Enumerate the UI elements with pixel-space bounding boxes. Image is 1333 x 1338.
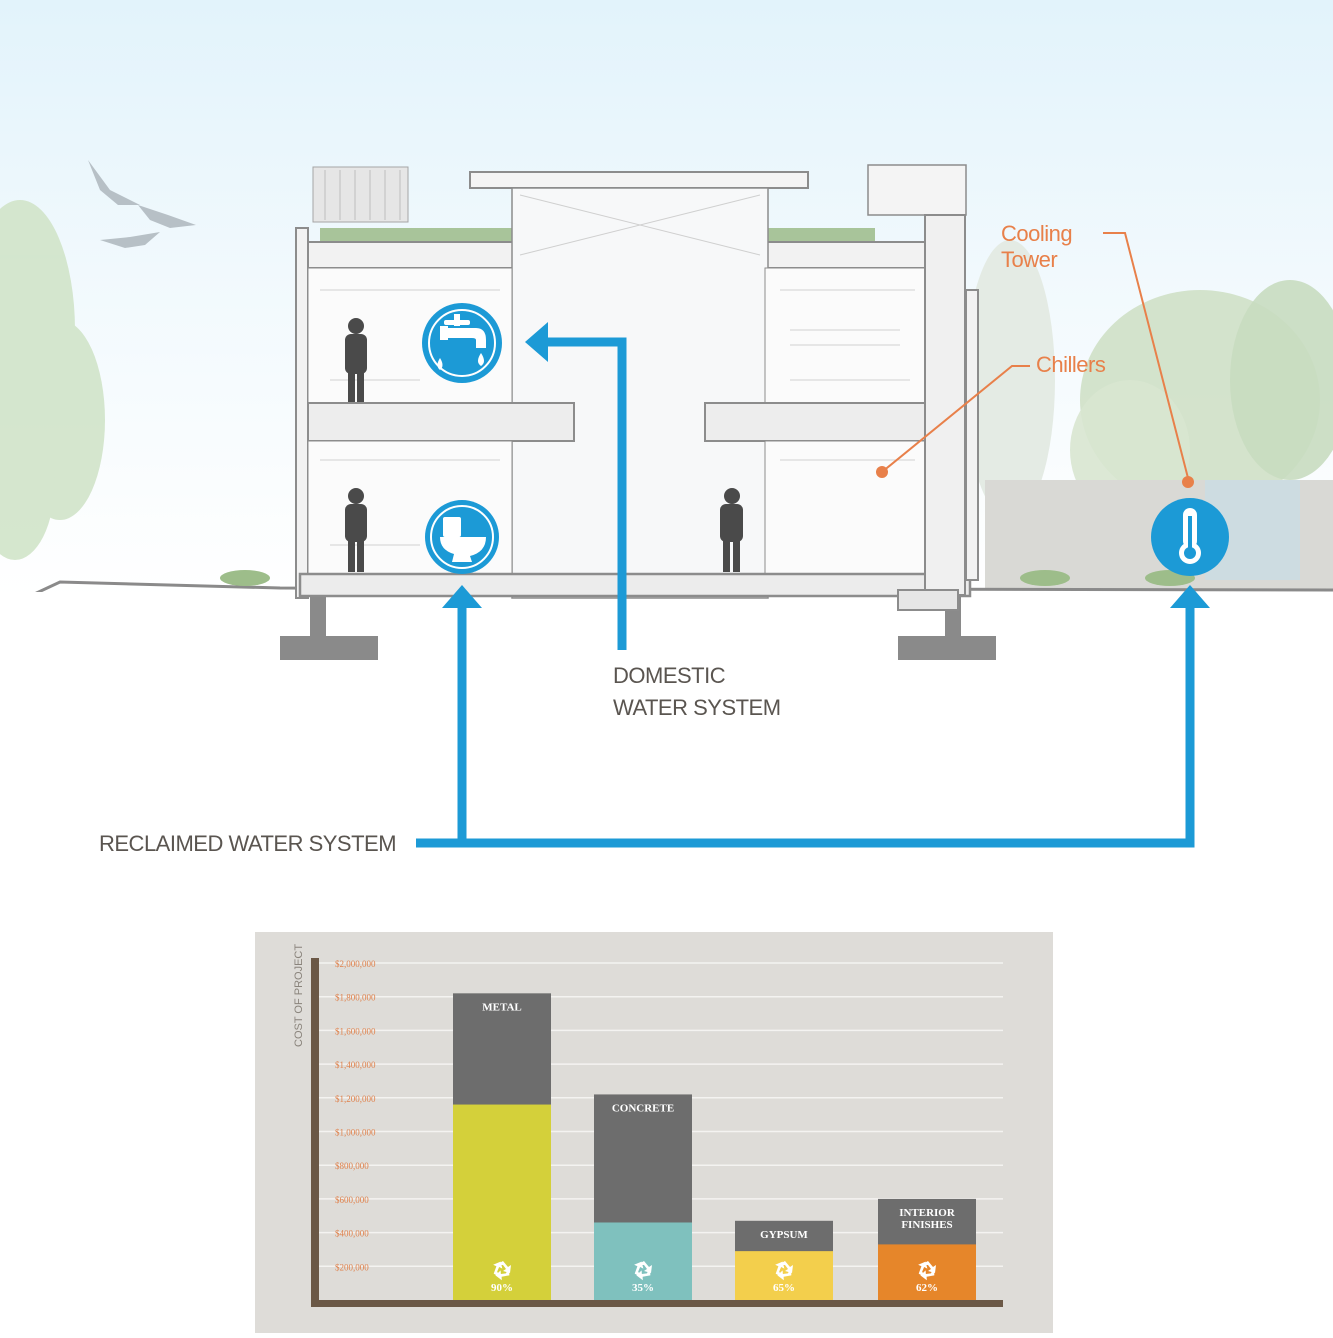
y-tick-label: $1,400,000 <box>335 1060 376 1070</box>
thermometer-icon <box>1151 498 1229 576</box>
bar-category-label: FINISHES <box>901 1219 952 1231</box>
footing-left <box>280 636 378 660</box>
bar-recycled-pct: 62% <box>916 1282 938 1294</box>
callout-lines <box>881 232 1189 479</box>
left-trees <box>0 200 105 560</box>
bar-recycled-pct: 35% <box>632 1282 654 1294</box>
recycle-icon <box>493 1261 511 1281</box>
reclaimed-arrowhead-right <box>1170 585 1210 608</box>
recycle-arrow <box>775 1261 785 1278</box>
footing-right <box>898 636 996 660</box>
recycle-arrow <box>493 1261 503 1278</box>
recycle-icon <box>634 1261 652 1281</box>
y-tick-label: $1,000,000 <box>335 1128 376 1138</box>
bar-recycled-pct: 65% <box>773 1282 795 1294</box>
cooling-tower-label-line2: Tower <box>1001 247 1058 272</box>
y-tick-label: $1,600,000 <box>335 1026 376 1036</box>
cooling-tower-label: Cooling Tower <box>1001 221 1073 273</box>
recycle-icon <box>775 1261 793 1281</box>
recycle-arrow <box>636 1267 651 1281</box>
recycle-icon <box>918 1261 936 1281</box>
bar-category-label: METAL <box>482 1001 522 1013</box>
faucet-icon <box>422 303 502 383</box>
water-arrowheads <box>442 322 1210 608</box>
domestic-label-line1: DOMESTIC <box>613 663 726 688</box>
bar-recycled <box>453 1104 551 1300</box>
bar-category-label: GYPSUM <box>760 1229 808 1241</box>
building-section-diagram <box>0 0 1333 910</box>
y-axis-label: COST OF PROJECT <box>293 944 305 1047</box>
people-silhouettes <box>345 318 743 572</box>
domestic-label-line2: WATER SYSTEM <box>613 695 781 720</box>
recycle-arrow <box>918 1261 928 1278</box>
callout-dots <box>876 466 1194 488</box>
reclaimed-arrowhead-left <box>442 585 482 608</box>
bar-recycled <box>878 1244 976 1300</box>
bar-recycled <box>594 1222 692 1300</box>
y-tick-label: $600,000 <box>335 1195 369 1205</box>
y-tick-label: $400,000 <box>335 1229 369 1239</box>
recycle-arrow <box>495 1267 510 1281</box>
y-tick-label: $1,200,000 <box>335 1094 376 1104</box>
cooling-tower-label-line1: Cooling <box>1001 221 1073 246</box>
domestic-water-line <box>545 337 627 650</box>
right-trees <box>965 240 1333 520</box>
recycled-materials-bar-chart: $200,000 $400,000 $600,000 $800,000 $1,000,0… <box>293 944 1003 1307</box>
footing-left-stem <box>310 595 326 637</box>
ground-fill <box>0 592 1333 910</box>
y-tick-label: $1,800,000 <box>335 993 376 1003</box>
domestic-arrowhead <box>525 322 548 362</box>
recycle-arrow <box>777 1267 792 1281</box>
x-axis <box>311 1300 1003 1307</box>
reclaimed-water-line <box>416 600 1195 848</box>
y-axis <box>311 958 319 1306</box>
bar-category-label: CONCRETE <box>612 1102 674 1114</box>
recycle-arrow <box>920 1267 935 1281</box>
birds <box>88 160 196 248</box>
y-tick-label: $200,000 <box>335 1262 369 1272</box>
bar-category-label: INTERIOR <box>899 1207 956 1219</box>
recycled-materials-chart-panel: $200,000 $400,000 $600,000 $800,000 $1,000,0… <box>255 932 1053 1333</box>
domestic-water-system-label: DOMESTIC WATER SYSTEM <box>613 660 781 724</box>
water-lines <box>416 337 1195 848</box>
reclaimed-water-system-label: RECLAIMED WATER SYSTEM <box>99 831 397 856</box>
bar-recycled-pct: 90% <box>491 1282 513 1294</box>
y-tick-label: $2,000,000 <box>335 959 376 969</box>
toilet-icon <box>425 500 499 574</box>
chillers-label: Chillers <box>1036 352 1106 377</box>
recycle-arrow <box>634 1261 644 1278</box>
y-tick-label: $800,000 <box>335 1161 369 1171</box>
